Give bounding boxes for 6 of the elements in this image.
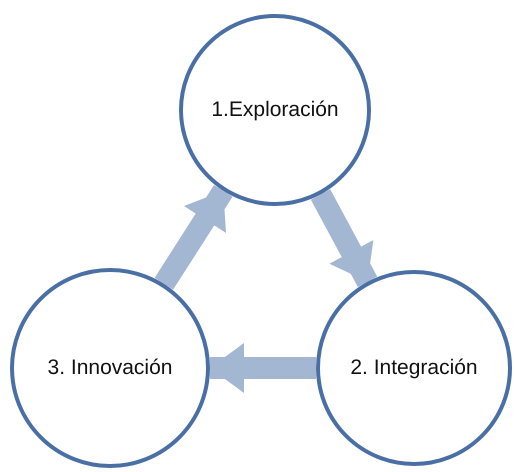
- stage-label: 3. Innovación: [48, 356, 172, 380]
- stage-label: 2. Integración: [350, 356, 478, 380]
- stage-label: 1.Exploración: [211, 98, 339, 122]
- block-arrow: [154, 184, 233, 290]
- block-arrow: [210, 343, 316, 393]
- block-arrow: [310, 189, 378, 287]
